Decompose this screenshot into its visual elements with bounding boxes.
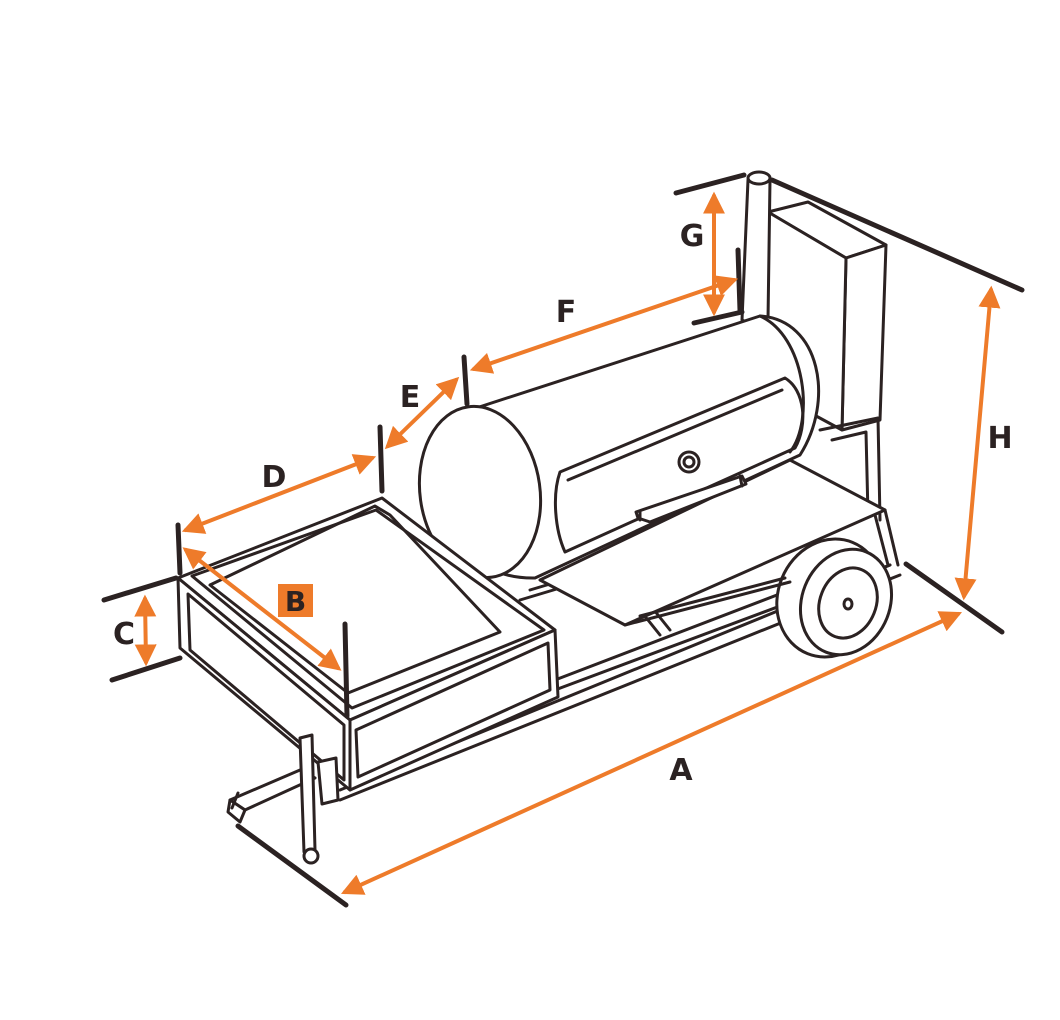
- ext-d-rear: [377, 424, 385, 494]
- chimney: [740, 170, 772, 326]
- ext-g-bottom: [691, 309, 745, 326]
- label-b: B: [285, 585, 306, 618]
- ext-f-rear: [735, 247, 743, 313]
- dimension-arrow-f: [469, 275, 739, 374]
- smoker-trailer-drawing: [176, 170, 902, 865]
- dimension-arrow-c: [134, 594, 157, 667]
- ext-c-top: [101, 575, 179, 603]
- dimension-arrows: [134, 191, 1001, 895]
- ext-d-front: [175, 522, 183, 576]
- dimension-arrow-h: [954, 285, 1001, 601]
- label-c: C: [113, 617, 135, 652]
- label-h: H: [987, 421, 1012, 456]
- dimension-arrow-b: [182, 547, 342, 671]
- dimension-arrow-a: [340, 611, 963, 895]
- ext-g-top: [673, 172, 747, 196]
- smoker-barrel: [417, 314, 821, 580]
- trailer-hitch: [226, 733, 340, 865]
- ext-b-rear: [342, 621, 350, 719]
- door-handle: [634, 474, 748, 524]
- label-f: F: [556, 295, 577, 330]
- dimension-arrow-e: [384, 376, 460, 450]
- dimension-arrow-d: [181, 454, 377, 534]
- ext-e-rear: [461, 354, 470, 407]
- ext-a-rear: [903, 561, 1005, 635]
- ext-c-bottom: [109, 655, 183, 683]
- ext-h-top: [769, 177, 1025, 293]
- label-g: G: [680, 219, 705, 254]
- ext-a-front: [235, 823, 349, 908]
- smoker-door: [553, 376, 805, 554]
- label-b-box: [278, 584, 313, 617]
- label-e: E: [400, 380, 421, 415]
- label-a: A: [669, 753, 693, 788]
- label-d: D: [262, 460, 287, 495]
- dimension-labels: A B C D E F G H: [113, 219, 1013, 788]
- thermometer-icon: [677, 450, 701, 474]
